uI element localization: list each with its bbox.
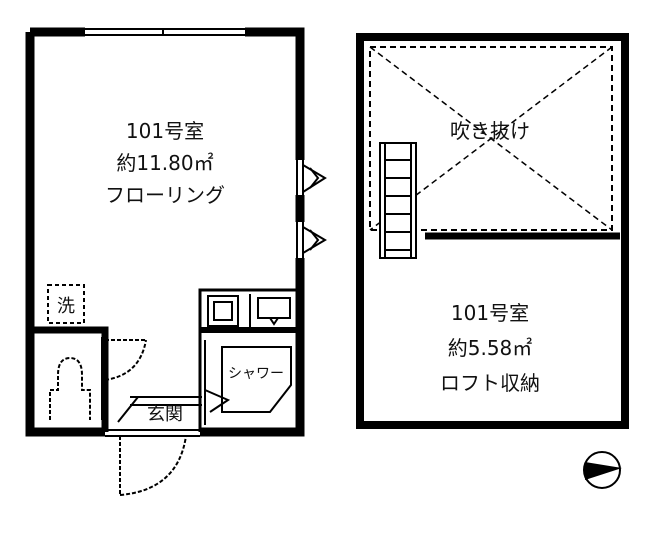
window-right xyxy=(296,160,327,258)
north-arrow-icon xyxy=(583,451,622,489)
loft-room-name: 101号室 xyxy=(451,301,529,325)
loft-area: 約5.58㎡ xyxy=(448,336,533,360)
ladder-icon xyxy=(379,142,417,259)
shower-label: シャワー xyxy=(228,366,284,382)
room-area: 約11.80㎡ xyxy=(116,151,213,175)
washer-label: 洗 xyxy=(57,296,75,317)
loft-label: ロフト収納 xyxy=(440,371,540,395)
entrance-label: 玄関 xyxy=(147,404,183,425)
main-unit xyxy=(25,27,327,496)
shower-unit xyxy=(221,346,292,413)
entrance-door xyxy=(119,435,187,496)
toilet-icon xyxy=(49,356,91,420)
void-area xyxy=(369,46,613,231)
stove-icon xyxy=(207,295,239,327)
void-label: 吹き抜け xyxy=(450,119,530,143)
floor-type: フローリング xyxy=(105,183,225,207)
loft-unit xyxy=(356,33,629,429)
window-top xyxy=(85,28,245,36)
sink-icon xyxy=(257,297,291,326)
washer-space xyxy=(47,284,85,324)
room-name: 101号室 xyxy=(126,119,204,143)
